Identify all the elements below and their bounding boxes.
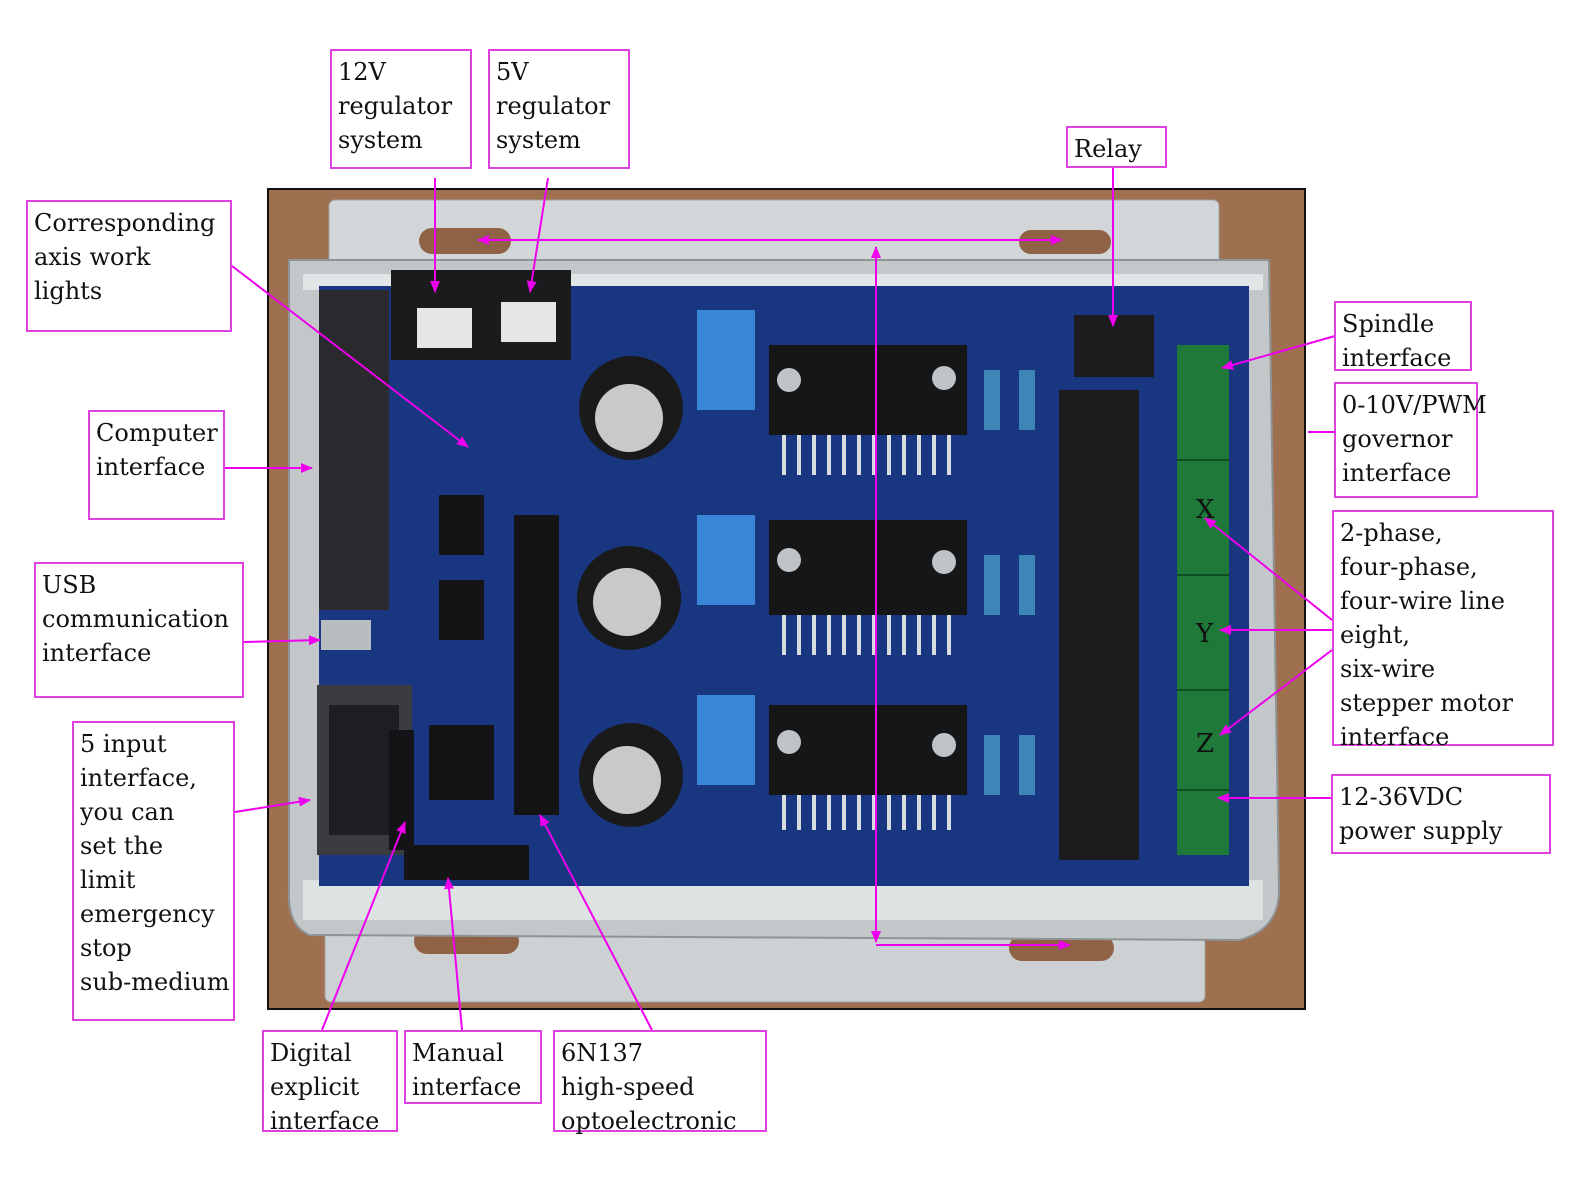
label-5v-regulator: 5V regulator system [488,49,630,169]
label-stepper-interface: 2-phase, four-phase, four-wire line eight, s… [1332,510,1554,751]
label-line: 12V [338,58,386,86]
label-line: 6N137 [561,1039,644,1067]
label-line: interface [1340,723,1450,751]
label-line: interface [1342,459,1452,487]
label-line: 5 input [80,730,167,758]
label-line: interface [412,1073,522,1101]
label-axis-work-lights: Corresponding axis work lights [26,200,232,332]
label-line: interface [1342,344,1452,372]
label-line: Corresponding [34,209,216,237]
label-line: lights [34,277,103,305]
label-line: stepper motor [1340,689,1513,717]
label-line: regulator [338,92,453,120]
label-line: interface [270,1107,380,1135]
label-line: power supply [1339,817,1503,845]
label-line: four-wire line [1340,587,1505,615]
label-line: 12-36VDC [1339,783,1464,811]
label-line: USB [42,571,97,599]
label-line: Relay [1074,135,1142,163]
label-line: regulator [496,92,611,120]
label-line: system [496,126,581,154]
label-line: emergency [80,900,215,928]
label-line: Manual [412,1039,504,1067]
label-digital-explicit: Digital explicit interface [262,1030,398,1135]
label-line: Spindle [1342,310,1435,338]
label-line: you can [80,798,175,826]
label-line: set the [80,832,164,860]
label-input-interface: 5 input interface, you can set the limit emer… [72,721,235,1021]
label-line: Digital [270,1039,352,1067]
label-line: communication [42,605,229,633]
label-12v-regulator: 12V regulator system [330,49,472,169]
label-line: 5V [496,58,529,86]
label-line: optoelectronic [561,1107,737,1135]
label-line: Computer [96,419,218,447]
board-illustration [269,190,1304,1008]
label-power-supply: 12-36VDC power supply [1331,774,1551,854]
label-spindle-interface: Spindle interface [1334,301,1472,372]
label-line: limit [80,866,136,894]
label-line: four-phase, [1340,553,1478,581]
label-relay: Relay [1066,126,1167,168]
label-line: 2-phase, [1340,519,1443,547]
label-line: stop [80,934,132,962]
label-line: sub-medium [80,968,230,996]
label-line: interface, [80,764,197,792]
label-line: high-speed [561,1073,695,1101]
label-manual-interface: Manual interface [404,1030,542,1104]
label-governor-interface: 0-10V/PWM governor interface [1334,382,1487,498]
label-line: interface [96,453,206,481]
label-optoelectronic: 6N137 high-speed optoelectronic [553,1030,767,1135]
label-usb-interface: USB communication interface [34,562,244,698]
label-line: axis work [34,243,151,271]
label-line: system [338,126,423,154]
label-line: explicit [270,1073,360,1101]
label-line: interface [42,639,152,667]
label-line: eight, [1340,621,1410,649]
label-line: 0-10V/PWM [1342,391,1487,419]
board-photo [267,188,1306,1010]
label-line: six-wire [1340,655,1436,683]
label-line: governor [1342,425,1453,453]
label-computer-interface: Computer interface [88,410,225,520]
